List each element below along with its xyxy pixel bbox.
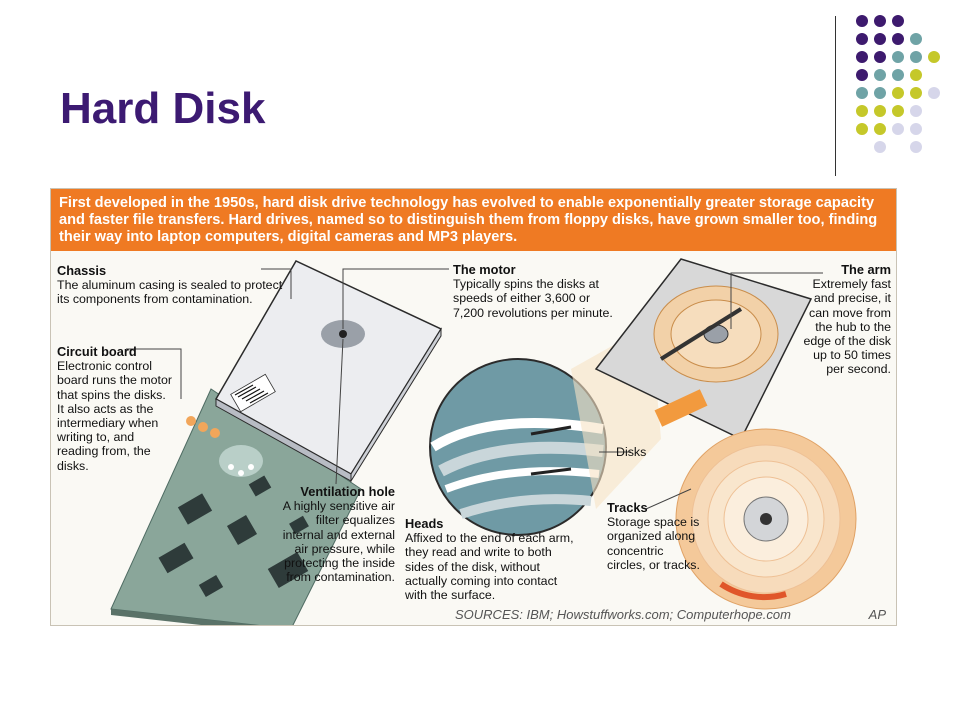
tracks-title: Tracks (607, 500, 648, 515)
leader-lines (126, 268, 823, 510)
chassis-label: Chassis The aluminum casing is sealed to… (57, 263, 287, 307)
arm-title: The arm (841, 262, 891, 277)
barcode-label (230, 373, 276, 413)
magnified-heads-view (429, 358, 607, 536)
intro-banner: First developed in the 1950s, hard disk … (51, 189, 896, 251)
disks-title: Disks (616, 445, 647, 459)
circuit-board-body: Electronic control board runs the motor … (57, 359, 173, 473)
circuit-board-title: Circuit board (57, 344, 137, 359)
ap-credit: AP (868, 607, 886, 622)
motor-title: The motor (453, 262, 516, 277)
dot-row-4 (856, 69, 922, 81)
hard-disk-illustration (110, 258, 857, 625)
slide-title: Hard Disk (60, 84, 266, 133)
dot-row-1 (856, 15, 904, 27)
sources-credit: SOURCES: IBM; Howstuffworks.com; Compute… (455, 607, 791, 622)
ventilation-hole-label: Ventilation hole A highly sensitive air … (273, 484, 395, 585)
arm-body: Extremely fast and precise, it can move … (803, 277, 892, 377)
tracks-disk-illustration (675, 428, 857, 610)
heads-label: Heads Affixed to the end of each arm, th… (405, 516, 580, 603)
hard-disk-infographic: First developed in the 1950s, hard disk … (50, 188, 897, 626)
heads-title: Heads (405, 516, 444, 531)
ventilation-hole-body: A highly sensitive air filter equalizes … (282, 499, 395, 585)
dot-row-8 (874, 141, 922, 153)
dot-row-6 (856, 105, 922, 117)
heads-body: Affixed to the end of each arm, they rea… (405, 531, 574, 603)
motor-label: The motor Typically spins the disks at s… (453, 262, 613, 320)
tracks-body: Storage space is organized along concent… (607, 515, 700, 572)
chassis-lid-illustration (214, 260, 443, 483)
dot-row-2 (856, 33, 922, 45)
chassis-title: Chassis (57, 263, 107, 278)
dot-row-3 (856, 51, 940, 63)
arm-label: The arm Extremely fast and precise, it c… (801, 262, 892, 377)
chassis-body: The aluminum casing is sealed to protect… (57, 278, 283, 307)
dot-row-5 (856, 87, 940, 99)
dot-row-7 (856, 123, 922, 135)
disks-label: Disks (616, 445, 676, 459)
tracks-label: Tracks Storage space is organized along … (607, 500, 702, 572)
open-drive-illustration (594, 258, 813, 440)
ventilation-hole-title: Ventilation hole (300, 484, 395, 499)
title-divider-line (835, 16, 836, 176)
motor-body: Typically spins the disks at speeds of e… (453, 277, 613, 320)
circuit-board-label: Circuit board Electronic control board r… (57, 344, 175, 473)
